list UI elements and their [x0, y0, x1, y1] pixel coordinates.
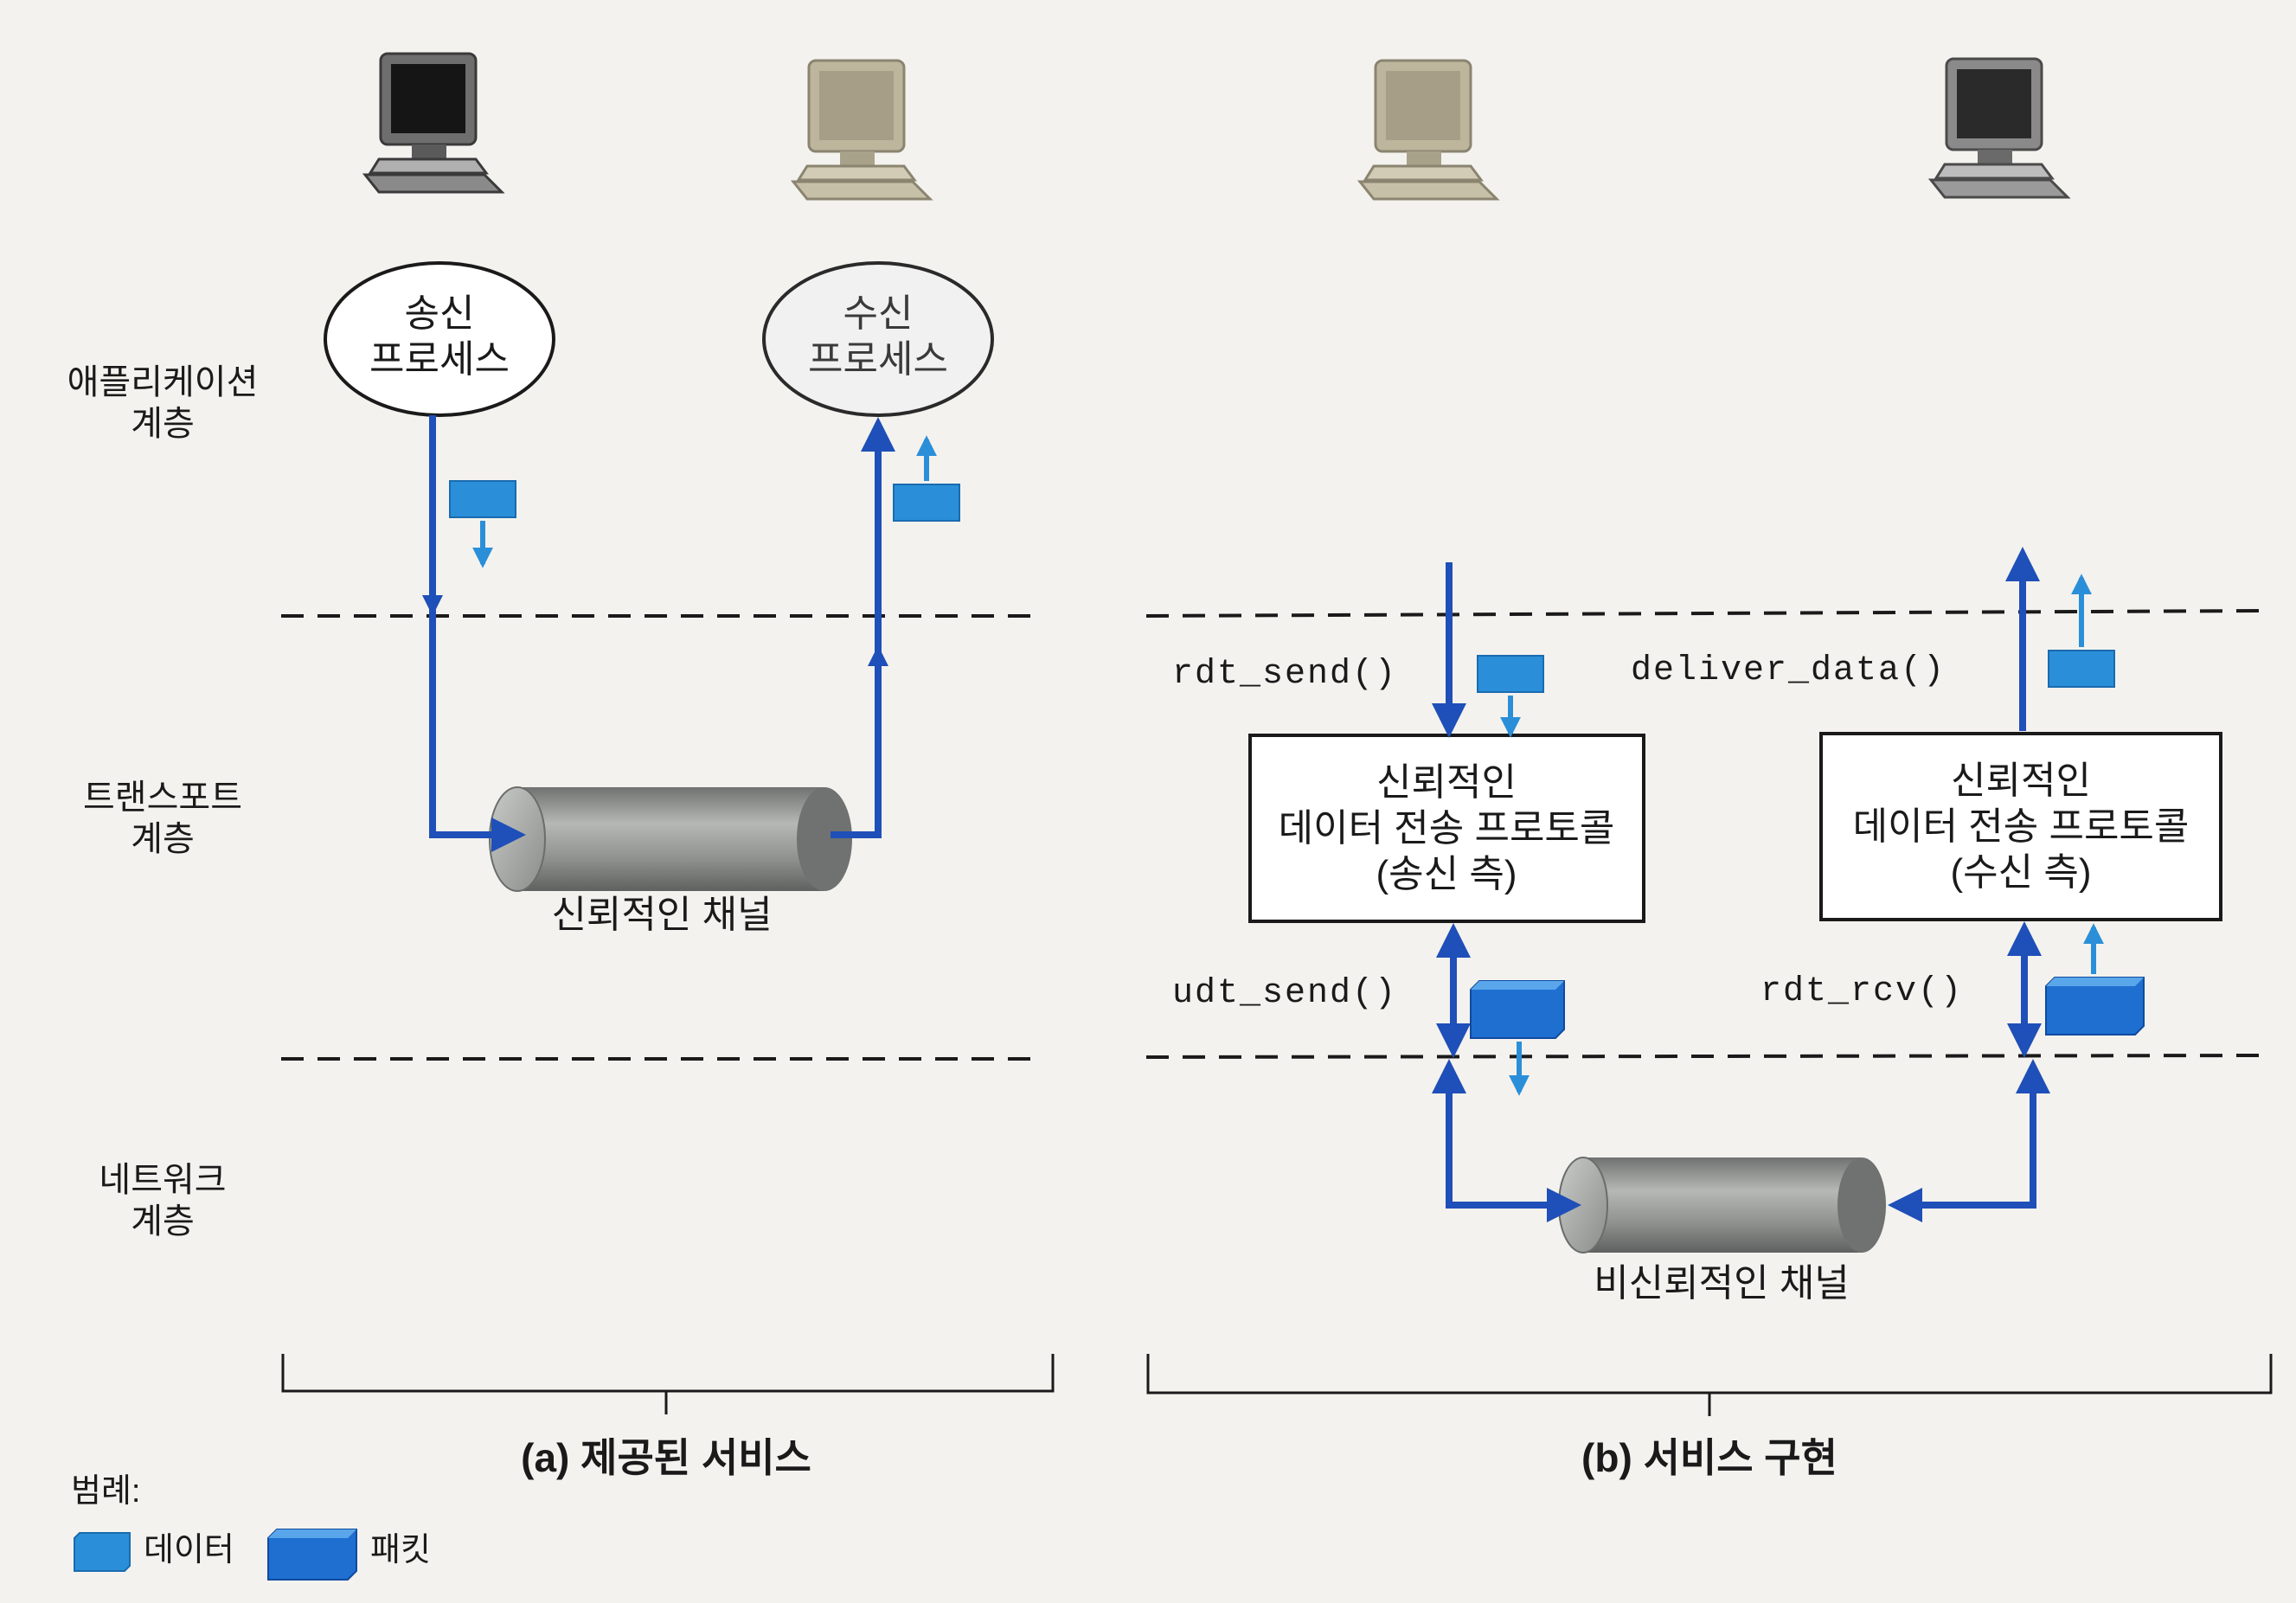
provided-bracket — [281, 1354, 1055, 1414]
legend-data-swatch — [74, 1532, 131, 1572]
data-block — [893, 435, 960, 522]
implementation-caption: (b) 서비스 구현 — [1581, 1435, 1837, 1480]
computer-icon — [362, 52, 505, 194]
transport-layer-label: 트랜스포트 계층 — [83, 777, 242, 860]
receiver-process-label: 수신 프로세스 — [808, 292, 948, 383]
rdt-send-label: rdt_send() — [1172, 655, 1398, 694]
unreliable-channel-pipe — [1558, 1157, 1886, 1254]
sender-protocol-label: 신뢰적인 데이터 전송 프로토콜 (송신 측) — [1279, 760, 1615, 897]
legend-title: 범례: — [71, 1473, 141, 1510]
legend-packet-label: 패킷 — [370, 1532, 431, 1568]
layer-label-line: 트랜스포트 — [83, 779, 242, 817]
network-send-path — [1432, 1059, 1581, 1222]
unreliable-channel-label: 비신뢰적인 채널 — [1594, 1262, 1850, 1305]
computer-icon — [790, 59, 933, 201]
sender-process-ellipse — [324, 261, 555, 417]
layer-label-line: 애플리케이션 — [67, 363, 259, 401]
process-label-line: 송신 — [404, 292, 475, 336]
layer-label-line: 계층 — [131, 1202, 195, 1241]
reliable-channel-label: 신뢰적인 채널 — [551, 894, 773, 936]
receiver-process-ellipse — [762, 261, 994, 417]
data-block — [1477, 655, 1544, 738]
computer-icon — [1356, 59, 1500, 201]
provided-receive-path — [831, 417, 895, 838]
protocol-label-line: 신뢰적인 — [1951, 759, 2091, 802]
packet-block — [2045, 923, 2145, 1036]
protocol-label-line: 데이터 전송 프로토콜 — [1852, 805, 2190, 848]
layer-boundaries — [281, 609, 2267, 1061]
protocol-label-line: (수신 측) — [1950, 850, 2092, 894]
network-layer-label: 네트워크 계층 — [99, 1159, 226, 1242]
computer-icon — [1927, 57, 2071, 199]
reliable-channel-pipe — [489, 786, 852, 892]
data-block — [2048, 574, 2115, 688]
deliver-data-label: deliver_data() — [1631, 651, 1946, 690]
legend-data-label: 데이터 — [144, 1532, 234, 1568]
process-label-line: 프로세스 — [808, 338, 948, 381]
process-label-line: 수신 — [843, 292, 914, 336]
layer-label-line: 네트워크 — [99, 1161, 227, 1199]
network-receive-path — [1888, 1059, 2050, 1222]
sender-process-label: 송신 프로세스 — [369, 292, 510, 383]
provided-send-path — [422, 415, 526, 852]
udt-send-label: udt_send() — [1172, 974, 1398, 1013]
layer-label-line: 계층 — [131, 820, 195, 858]
implementation-bracket — [1146, 1354, 2273, 1416]
protocol-label-line: (송신 측) — [1376, 852, 1517, 895]
process-label-line: 프로세스 — [369, 338, 510, 381]
data-block — [449, 480, 516, 568]
sender-protocol-box — [1248, 734, 1645, 923]
receiver-protocol-label: 신뢰적인 데이터 전송 프로토콜 (수신 측) — [1853, 759, 2190, 895]
protocol-label-line: 신뢰적인 — [1376, 760, 1517, 804]
protocol-label-line: 데이터 전송 프로토콜 — [1278, 806, 1615, 850]
receiver-protocol-box — [1819, 732, 2222, 921]
provided-caption: (a) 제공된 서비스 — [521, 1435, 811, 1480]
application-layer-label: 애플리케이션 계층 — [67, 362, 259, 445]
legend-packet-swatch — [267, 1529, 357, 1581]
rdt-rcv-label: rdt_rcv() — [1760, 972, 1964, 1011]
layer-label-line: 계층 — [131, 405, 195, 443]
packet-block — [1470, 980, 1565, 1096]
